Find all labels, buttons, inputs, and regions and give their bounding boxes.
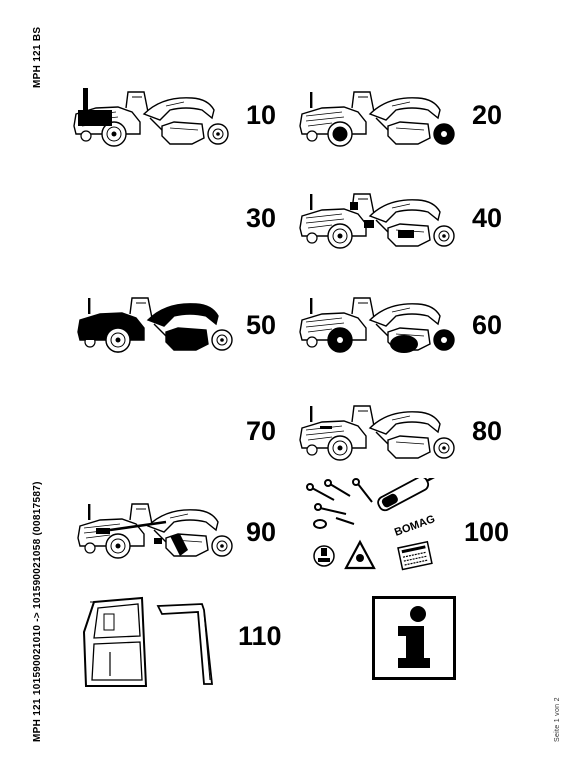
group-number-100[interactable]: 100 bbox=[464, 517, 510, 547]
tools-accessories-illustration[interactable]: BOMAG bbox=[302, 478, 452, 578]
group-number-40[interactable]: 40 bbox=[472, 203, 503, 233]
manual-plate-icon bbox=[397, 540, 433, 571]
group-number-50[interactable]: 50 bbox=[246, 310, 277, 340]
machine-illustration-50[interactable] bbox=[70, 294, 240, 364]
machine-illustration-90[interactable] bbox=[70, 500, 240, 570]
machine-illustration-60[interactable] bbox=[292, 294, 462, 364]
machine-illustration-40[interactable] bbox=[292, 190, 462, 254]
warning-triangle-icon bbox=[344, 539, 376, 570]
group-number-10[interactable]: 10 bbox=[246, 100, 277, 130]
page-indicator: Seite 1 von 2 bbox=[554, 697, 561, 742]
group-number-110[interactable]: 110 bbox=[238, 621, 282, 651]
model-header: MPH 121 BS bbox=[32, 26, 43, 88]
group-number-60[interactable]: 60 bbox=[472, 310, 503, 340]
group-number-20[interactable]: 20 bbox=[472, 100, 503, 130]
machine-illustration-20[interactable] bbox=[292, 88, 462, 152]
group-number-30[interactable]: 30 bbox=[246, 203, 277, 233]
group-number-80[interactable]: 80 bbox=[472, 416, 503, 446]
info-icon[interactable] bbox=[372, 596, 456, 680]
group-number-90[interactable]: 90 bbox=[246, 517, 277, 547]
tools-brand-text: BOMAG bbox=[393, 513, 437, 539]
machine-illustration-10[interactable] bbox=[66, 88, 236, 152]
document-reference: MPH 121 101590021010 -> 101590021058 (00… bbox=[32, 481, 43, 742]
machine-illustration-80[interactable] bbox=[292, 402, 462, 466]
socket-icon bbox=[313, 545, 335, 567]
group-number-70[interactable]: 70 bbox=[246, 416, 277, 446]
cab-illustration-110[interactable] bbox=[80, 596, 230, 692]
